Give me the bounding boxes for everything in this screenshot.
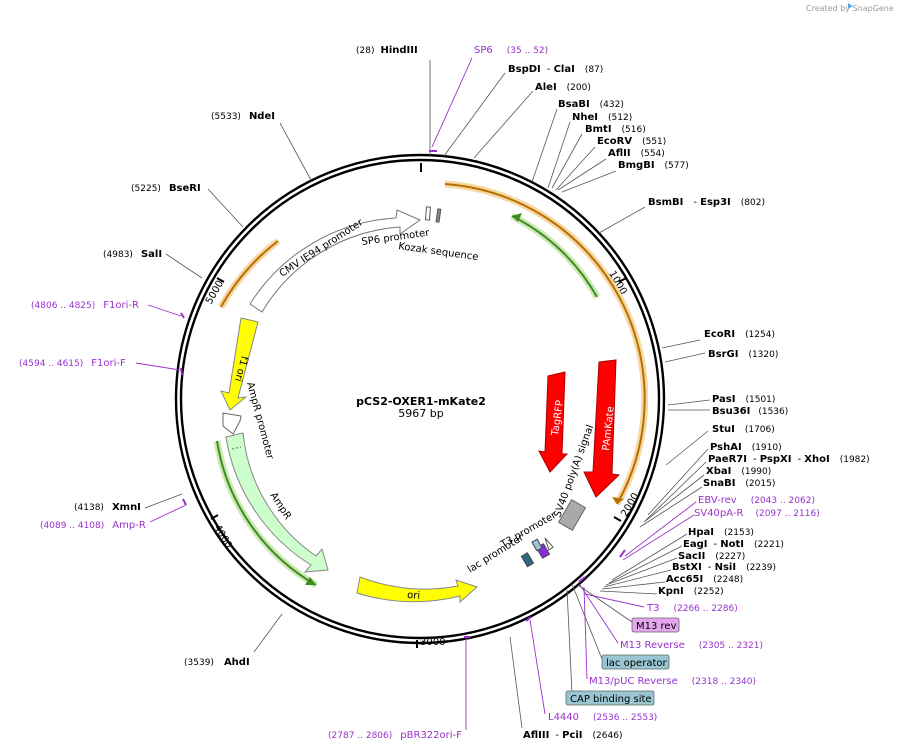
- cap-binding-site-box: [565, 690, 655, 706]
- backbone-inner: [179, 158, 661, 640]
- f1-ori-arrow: [220, 317, 259, 411]
- tick-label-3000: 3000: [420, 637, 445, 648]
- primer-t3: T3(2266 .. 2286): [646, 603, 738, 614]
- plasmid-name: pCS2-OXER1-mKate2: [356, 395, 486, 408]
- site-acc65i: Acc65I(2248): [666, 574, 743, 585]
- green-arc-right-glow: [510, 212, 601, 299]
- site-bsabi: BsaBI(432): [558, 99, 624, 110]
- site-bsrgi: BsrGI(1320): [708, 349, 778, 360]
- plasmid-length: 5967 bp: [398, 407, 443, 420]
- green-arc-right: [511, 215, 598, 298]
- site-bsu36i: Bsu36I(1536): [712, 406, 788, 417]
- site-bseri: (5225)BseRI: [131, 183, 201, 194]
- site-hindiii: (28)HindIII: [356, 45, 418, 56]
- site-stui: StuI(1706): [712, 424, 775, 435]
- pamkate-label: PAmKate: [601, 406, 617, 451]
- cmv-promoter-arrow: [249, 209, 422, 313]
- pamkate-arrow: [583, 359, 621, 498]
- site-eagi-noti: EagI- NotI(2221): [683, 539, 784, 550]
- snapgene-logo-icon: [848, 3, 853, 9]
- ori-label: ori: [407, 590, 421, 602]
- ampr-promoter-arrow: [222, 412, 242, 435]
- site-bmgbi: BmgBI(577): [618, 160, 689, 171]
- green-arc-right-arrowhead: [512, 213, 522, 222]
- sp6-promoter-mark: [424, 206, 431, 221]
- site-aflii: AflII(554): [608, 148, 665, 159]
- primer-amp-r: (4089 .. 4108)Amp-R: [40, 520, 146, 531]
- t3-promoter-mark: [544, 537, 554, 551]
- ampr-dashes: [231, 446, 242, 450]
- site-leader-lines: [144, 60, 711, 729]
- site-afliii-pcii: AflIII- PciI(2646): [523, 730, 622, 741]
- primer-marks: [180, 150, 626, 638]
- site-xmni: (4138)XmnI: [74, 502, 141, 513]
- site-ahdi: (3539)AhdI: [184, 657, 250, 668]
- cap-binding-site-box-label: CAP binding site: [570, 694, 652, 705]
- site-pasi: PasI(1501): [712, 394, 775, 405]
- kozak-mark: [435, 208, 442, 223]
- site-pshai: PshAI(1910): [710, 442, 782, 453]
- site-xbai: XbaI(1990): [706, 466, 771, 477]
- lac-operator-box: [601, 654, 670, 670]
- orange-arc-left: [220, 240, 279, 308]
- primer-f1ori-r: (4806 .. 4825)F1ori-R: [31, 300, 139, 311]
- site-ecori: EcoRI(1254): [704, 329, 775, 340]
- backbone-outer: [174, 153, 666, 645]
- cap-site-mark: [520, 552, 535, 568]
- green-arc-left-arrowhead: [305, 577, 316, 585]
- site-snabi: SnaBI(2015): [703, 478, 775, 489]
- site-bsmbi-esp3i: BsmBI- Esp3I(802): [648, 197, 765, 208]
- lac-operator-mark: [531, 538, 543, 552]
- primer-m13-puc-reverse: M13/pUC Reverse(2318 .. 2340): [589, 676, 756, 687]
- cmv-promoter-label: CMV IE94 promoter: [278, 217, 366, 280]
- site-ecorv: EcoRV(551): [597, 136, 666, 147]
- primer-pbr322ori-f: (2787 .. 2806)pBR322ori-F: [328, 730, 462, 741]
- m13-rev-box: [631, 617, 680, 633]
- tick-marks: [210, 277, 627, 648]
- primer-sp6: SP6(35 .. 52): [474, 45, 548, 56]
- primer-ebv-rev: EBV-rev(2043 .. 2062): [698, 495, 815, 506]
- site-paer7i-pspxi-xhoi: PaeR7I- PspXI- XhoI(1982): [708, 454, 870, 465]
- tagrfp-arrow: [538, 371, 569, 473]
- orange-arc-right-arrowhead: [612, 497, 624, 504]
- site-bmti: BmtI(516): [585, 124, 646, 135]
- site-sacii: SacII(2227): [678, 551, 745, 562]
- orange-arc-right: [444, 183, 646, 505]
- lac-promoter-label: lac promoter: [466, 532, 527, 576]
- ori-arrow: [356, 576, 478, 604]
- m13-rev-box-label: M13 rev: [636, 621, 677, 632]
- tick-label-4000: 4000: [211, 523, 233, 551]
- site-nhei: NheI(512): [572, 112, 632, 123]
- primer-sv40pa-r: SV40pA-R(2097 .. 2116): [694, 508, 820, 519]
- site-bstxi-nsii: BstXI- NsiI(2239): [672, 562, 776, 573]
- site-bspdi-clai: BspDI- ClaI(87): [508, 64, 603, 75]
- site-ndei: (5533)NdeI: [211, 111, 275, 122]
- ampr-arrow: [225, 432, 329, 573]
- green-arc-left: [216, 440, 317, 586]
- primer-f1ori-f: (4594 .. 4615)F1ori-F: [19, 358, 126, 369]
- sv40-polya-box: [557, 499, 587, 531]
- boxed-leader-lines: [566, 583, 633, 694]
- lac-operator-box-label: lac operator: [606, 658, 667, 669]
- site-sali: (4983)SalI: [103, 249, 162, 260]
- site-hpai: HpaI(2153): [688, 527, 754, 538]
- ampr-promoter-label: AmpR promoter: [244, 381, 275, 461]
- site-alei: AleI(200): [535, 82, 591, 93]
- tagrfp-label: TagRFP: [550, 400, 566, 438]
- primer-m13-reverse: M13 Reverse(2305 .. 2321): [620, 640, 763, 651]
- site-kpni: KpnI(2252): [658, 586, 724, 597]
- kozak-sequence-label: Kozak sequence: [398, 241, 479, 263]
- snapgene-watermark: Created by SnapGene: [806, 4, 894, 13]
- primer-l4440: L4440(2536 .. 2553): [548, 712, 657, 723]
